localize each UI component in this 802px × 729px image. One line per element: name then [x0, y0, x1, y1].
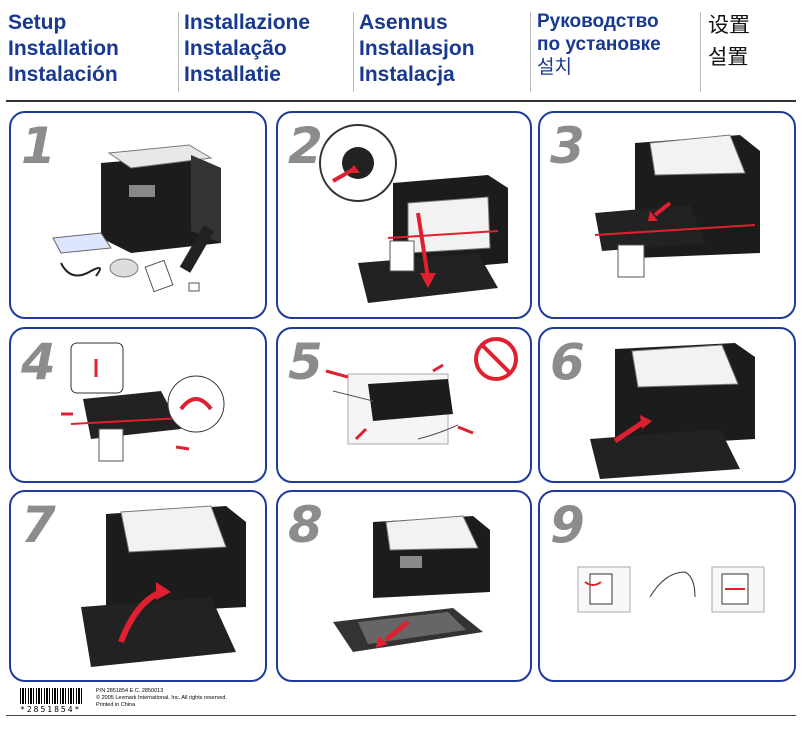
title-chinese-traditional: 설置	[708, 46, 749, 69]
step-number: 8	[288, 496, 323, 554]
step-1-panel: 1	[9, 111, 267, 319]
footer-rule	[6, 715, 796, 716]
step-number: 6	[550, 333, 585, 391]
step-6-panel: 6	[538, 327, 796, 483]
title-instalacao: Instalação	[184, 37, 287, 60]
load-paper-tray-illustration	[333, 515, 490, 652]
step-4-panel: 4	[9, 327, 267, 483]
copyright: © 2005 Lexmark International, Inc. All r…	[96, 695, 227, 701]
title-installazione: Installazione	[184, 11, 311, 34]
remove-cartridge-illustration	[594, 134, 760, 278]
open-front-door-illustration	[319, 124, 508, 303]
printed-in: Printed in China	[96, 702, 136, 708]
title-col-4: Руководство по установке 설치	[537, 10, 661, 79]
step-5-panel: 5	[276, 327, 532, 483]
step-8-panel: 8	[276, 490, 532, 682]
step-number: 5	[288, 333, 323, 391]
step-number: 4	[21, 333, 56, 391]
header-rule	[6, 100, 796, 102]
title-col-1: Setup Installation Instalación	[8, 10, 119, 88]
title-col-3: Asennus Installasjon Instalacja	[359, 10, 475, 88]
title-installasjon: Installasjon	[359, 37, 475, 60]
title-korean: 설치	[537, 57, 572, 78]
title-asennus: Asennus	[359, 11, 448, 34]
title-installatie: Installatie	[184, 63, 281, 86]
divider	[353, 12, 354, 92]
title-russian-1: Руководство	[537, 11, 659, 32]
title-instalacion: Instalación	[8, 63, 118, 86]
barcode-text: *2851854*	[20, 705, 82, 714]
flex-paper-stack-illustration	[577, 566, 765, 613]
barcode	[20, 688, 82, 704]
step-number: 7	[21, 496, 56, 554]
insert-cartridge-illustration	[590, 343, 755, 479]
step-number: 1	[21, 117, 56, 175]
step-3-panel: 3	[538, 111, 796, 319]
part-number: P/N 2851854 E.C. 2850013	[96, 688, 164, 694]
divider	[700, 12, 701, 92]
title-col-5: 设置 설置	[708, 10, 750, 74]
step-number: 2	[288, 117, 323, 175]
title-setup: Setup	[8, 11, 67, 34]
step-number: 3	[550, 117, 585, 175]
divider	[530, 12, 531, 92]
shake-cartridge-illustration	[325, 337, 518, 445]
step-2-panel: 2	[276, 111, 532, 319]
title-installation: Installation	[8, 37, 119, 60]
step-7-panel: 7	[9, 490, 267, 682]
title-col-2: Installazione Instalação Installatie	[184, 10, 310, 88]
printer-and-contents-illustration	[52, 144, 221, 293]
step-9-panel: 9	[538, 490, 796, 682]
title-russian-2: по установке	[537, 34, 661, 55]
title-chinese-simplified: 设置	[708, 14, 750, 37]
divider	[178, 12, 179, 92]
step-number: 9	[550, 496, 585, 554]
remove-packaging-illustration	[61, 342, 225, 462]
close-front-door-illustration	[81, 505, 246, 667]
title-instalacja: Instalacja	[359, 63, 455, 86]
